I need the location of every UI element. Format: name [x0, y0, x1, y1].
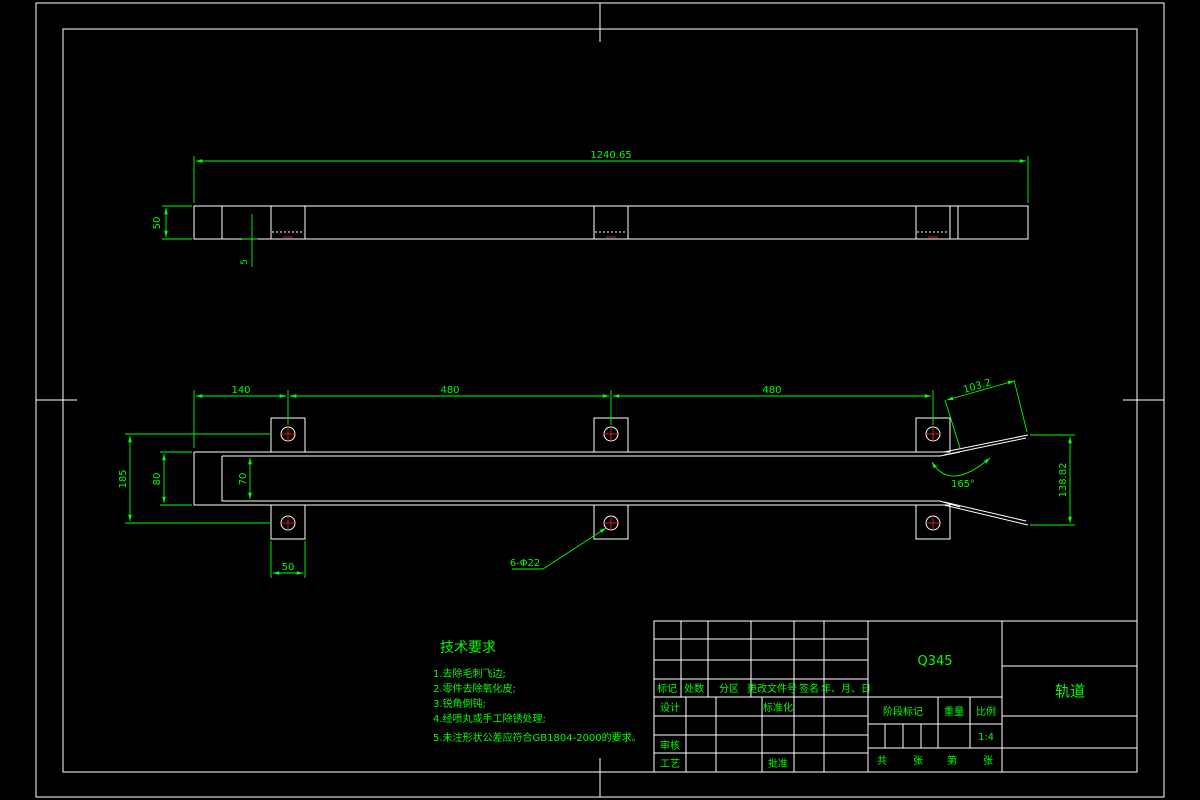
top-view [193, 205, 1029, 240]
tb-approve: 批准 [768, 757, 788, 770]
dim-pitch-row: 140 480 480 [193, 385, 934, 448]
hole-leader: 6-Φ22 [510, 527, 607, 570]
dim-pitch-2-label: 480 [762, 385, 781, 396]
tb-scale: 1:4 [978, 732, 994, 743]
tb-part-name: 轨道 [1055, 682, 1085, 700]
dim-lug-width: 50 [270, 541, 306, 578]
tb-material: Q345 [917, 654, 952, 669]
dim-first-label: 140 [231, 385, 250, 396]
tech-requirements: 技术要求 1.去除毛刺飞边; 2.零件去除氧化皮; 3.锐角倒钝; 4.经喷丸或… [433, 640, 642, 744]
tech-item-2: 2.零件去除氧化皮; [433, 682, 516, 695]
hdr-date: 年、月、日 [821, 682, 871, 695]
hdr-count: 处数 [684, 682, 704, 695]
angle-label: 165° [951, 479, 975, 490]
dim-top-height: 50 [152, 205, 192, 240]
tb-sheet-1: 张 [913, 755, 923, 767]
hdr-signature: 签名 [799, 682, 819, 695]
hdr-mark: 标记 [657, 683, 677, 695]
dim-lug-width-label: 50 [282, 562, 295, 573]
tb-scale-label: 比例 [976, 705, 996, 718]
dim-overall-length: 1240.65 [193, 150, 1029, 203]
hole-callout: 6-Φ22 [510, 558, 541, 569]
tb-weight: 重量 [944, 705, 964, 718]
dim-total-width-label: 185 [118, 469, 129, 488]
tb-process: 工艺 [660, 758, 680, 770]
tech-item-4: 4.经喷丸或手工除锈处理; [433, 712, 546, 725]
tb-review: 审核 [660, 739, 680, 752]
overall-length-label: 1240.65 [590, 150, 631, 161]
tech-item-3: 3.锐角倒钝; [433, 697, 486, 710]
tb-stage-mark: 阶段标记 [883, 705, 923, 718]
dim-inner-channel-label: 70 [238, 473, 249, 486]
dim-pitch-1-label: 480 [440, 385, 459, 396]
dim-slant-label: 103.2 [962, 377, 993, 395]
plan-view [193, 417, 1029, 540]
small-dim-label: 5 [240, 259, 250, 265]
hdr-zone: 分区 [719, 683, 739, 695]
tech-item-5: 5.未注形状公差应符合GB1804-2000的要求。 [433, 731, 642, 744]
dim-outer-channel-label: 80 [152, 473, 163, 486]
tb-page: 第 [947, 754, 957, 767]
outer-border [35, 2, 1165, 798]
tb-sheet-2: 张 [983, 755, 993, 767]
tb-design: 设计 [660, 701, 680, 714]
tb-standardization: 标准化 [763, 701, 793, 714]
tech-item-1: 1.去除毛刺飞边; [433, 667, 506, 680]
tb-total: 共 [877, 755, 887, 767]
dim-total-width: 185 80 70 [118, 433, 270, 524]
dim-mouth: 138.82 [1030, 434, 1075, 526]
hdr-change-doc: 更改文件号 [747, 682, 797, 695]
tech-title: 技术要求 [440, 640, 496, 656]
title-block: 标记 处数 分区 更改文件号 签名 年、月、日 设计 标准化 审核 工艺 批准 … [653, 620, 1138, 773]
dim-angle: 165° [931, 457, 991, 490]
top-height-label: 50 [152, 217, 163, 230]
inner-border [62, 28, 1138, 773]
mounting-holes [280, 426, 941, 531]
dim-mouth-label: 138.82 [1058, 463, 1069, 498]
dim-small-5: 5 [240, 214, 258, 267]
